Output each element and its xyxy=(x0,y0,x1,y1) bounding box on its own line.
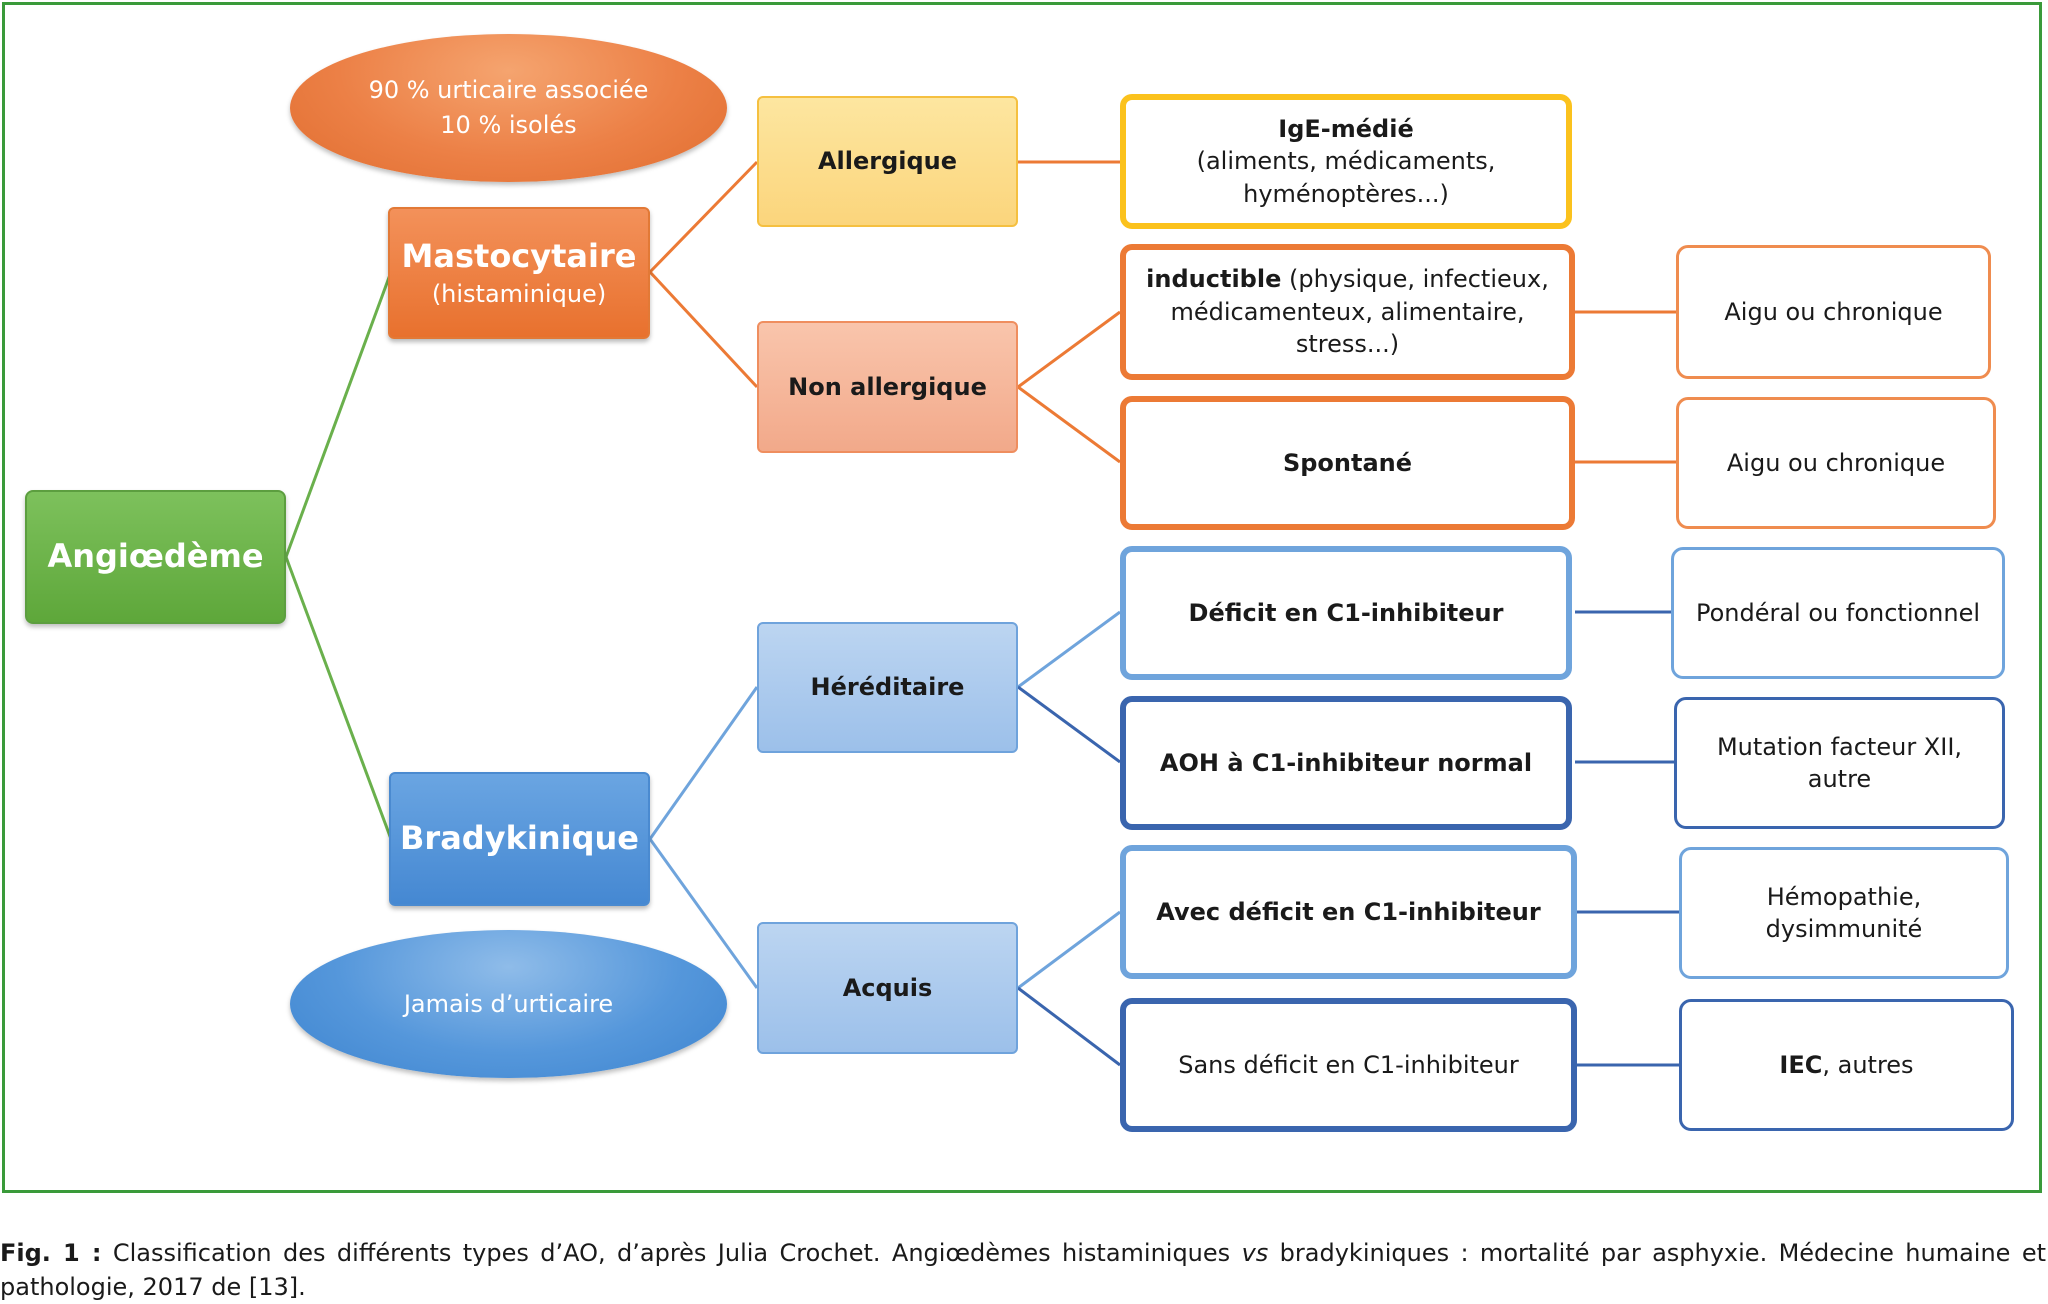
mastocytaire-note-ellipse: 90 % urticaire associée 10 % isolés xyxy=(290,34,727,182)
ponderal-outcome-label: Pondéral ou fonctionnel xyxy=(1695,598,1981,627)
edge-root-bradykinique xyxy=(284,556,393,840)
bradykinique-note-ellipse: Jamais d’urticaire xyxy=(290,930,727,1078)
mastocytaire-note-line2: 10 % isolés xyxy=(440,111,577,139)
inductible-outcome-label: Aigu ou chronique xyxy=(1724,297,1943,326)
edge-acquis-sans xyxy=(1017,986,1121,1067)
spontane-outcome-label: Aigu ou chronique xyxy=(1726,448,1946,477)
edge-bradykinique-acquis xyxy=(648,838,759,989)
mutation-outcome-box: Mutation facteur XII, autre xyxy=(1674,697,2005,829)
ige-medie-line2: hyménoptères...) xyxy=(1243,179,1449,208)
ige-medie-line1: (aliments, médicaments, xyxy=(1196,147,1496,176)
acquis-label: Acquis xyxy=(842,973,933,1002)
mutation-outcome-line2: autre xyxy=(1807,765,1872,793)
caption-fig-label: Fig. 1 : xyxy=(0,1239,102,1267)
edge-hereditaire-deficit xyxy=(1017,610,1121,689)
hereditaire-label: Héréditaire xyxy=(810,673,965,702)
edge-hereditaire-normal xyxy=(1017,685,1121,764)
figure-caption: Fig. 1 : Classification des différents t… xyxy=(0,1236,2046,1304)
root-angioedeme: Angiœdème xyxy=(25,490,286,624)
edge-root-mastocytaire xyxy=(284,271,393,558)
mastocytaire-subtitle: (histaminique) xyxy=(431,280,607,309)
iec-outcome-box: IEC, autres xyxy=(1679,999,2014,1131)
deficit-c1-label: Déficit en C1-inhibiteur xyxy=(1188,598,1504,627)
ponderal-outcome-box: Pondéral ou fonctionnel xyxy=(1671,547,2005,679)
hemopathie-outcome-line2: dysimmunité xyxy=(1765,915,1923,943)
avec-deficit-box: Avec déficit en C1-inhibiteur xyxy=(1120,845,1577,979)
inductible-outcome-box: Aigu ou chronique xyxy=(1676,245,1991,379)
inductible-rest1: (physique, infectieux, xyxy=(1281,265,1549,294)
deficit-c1-box: Déficit en C1-inhibiteur xyxy=(1120,546,1572,680)
figure-frame xyxy=(2,2,2042,1193)
ige-medie-box: IgE-médié (aliments, médicaments, hyméno… xyxy=(1120,94,1572,229)
edge-nonallergique-inductible xyxy=(1017,310,1121,389)
aoh-normal-box: AOH à C1-inhibiteur normal xyxy=(1120,696,1572,830)
root-label: Angiœdème xyxy=(47,537,264,576)
inductible-bold: inductible xyxy=(1146,265,1282,294)
sans-deficit-box: Sans déficit en C1-inhibiteur xyxy=(1120,998,1577,1132)
inductible-line3: stress...) xyxy=(1295,330,1400,359)
caption-text-2: bradykiniques : mortalité par asphyxie. … xyxy=(0,1239,2047,1301)
spontane-outcome-box: Aigu ou chronique xyxy=(1676,397,1996,529)
allergique-label: Allergique xyxy=(817,147,958,176)
iec-outcome-bold: IEC xyxy=(1779,1050,1823,1079)
mastocytaire-node: Mastocytaire (histaminique) xyxy=(388,207,650,339)
inductible-box: inductible (physique, infectieux, médica… xyxy=(1120,244,1575,380)
spontane-label: Spontané xyxy=(1282,448,1413,477)
avec-deficit-label: Avec déficit en C1-inhibiteur xyxy=(1156,897,1541,926)
edge-mastocytaire-allergique xyxy=(648,160,759,274)
bradykinique-note: Jamais d’urticaire xyxy=(403,989,614,1018)
acquis-node: Acquis xyxy=(757,922,1018,1054)
sans-deficit-label: Sans déficit en C1-inhibiteur xyxy=(1178,1050,1519,1079)
edge-acquis-avec xyxy=(1017,910,1121,990)
inductible-line2: médicamenteux, alimentaire, xyxy=(1170,297,1525,326)
mastocytaire-title: Mastocytaire xyxy=(401,237,637,276)
hemopathie-outcome-box: Hémopathie, dysimmunité xyxy=(1679,847,2009,979)
aoh-normal-label: AOH à C1-inhibiteur normal xyxy=(1159,748,1533,777)
spontane-box: Spontané xyxy=(1120,396,1575,530)
iec-outcome-rest: , autres xyxy=(1822,1050,1914,1079)
hemopathie-outcome-line1: Hémopathie, xyxy=(1766,882,1922,911)
non-allergique-node: Non allergique xyxy=(757,321,1018,453)
bradykinique-node: Bradykinique xyxy=(389,772,650,906)
hereditaire-node: Héréditaire xyxy=(757,622,1018,753)
allergique-node: Allergique xyxy=(757,96,1018,227)
edge-nonallergique-spontane xyxy=(1017,385,1121,464)
caption-text-1: Classification des différents types d’AO… xyxy=(101,1239,1242,1267)
mutation-outcome-line1: Mutation facteur XII, xyxy=(1716,732,1963,761)
edge-bradykinique-hereditaire xyxy=(648,686,759,840)
non-allergique-label: Non allergique xyxy=(788,372,987,401)
ige-medie-title: IgE-médié xyxy=(1278,114,1414,143)
mastocytaire-note-line1: 90 % urticaire associée xyxy=(368,76,649,105)
edge-mastocytaire-nonallergique xyxy=(648,270,759,389)
bradykinique-title: Bradykinique xyxy=(400,819,639,858)
caption-text-vs: vs xyxy=(1241,1239,1269,1267)
